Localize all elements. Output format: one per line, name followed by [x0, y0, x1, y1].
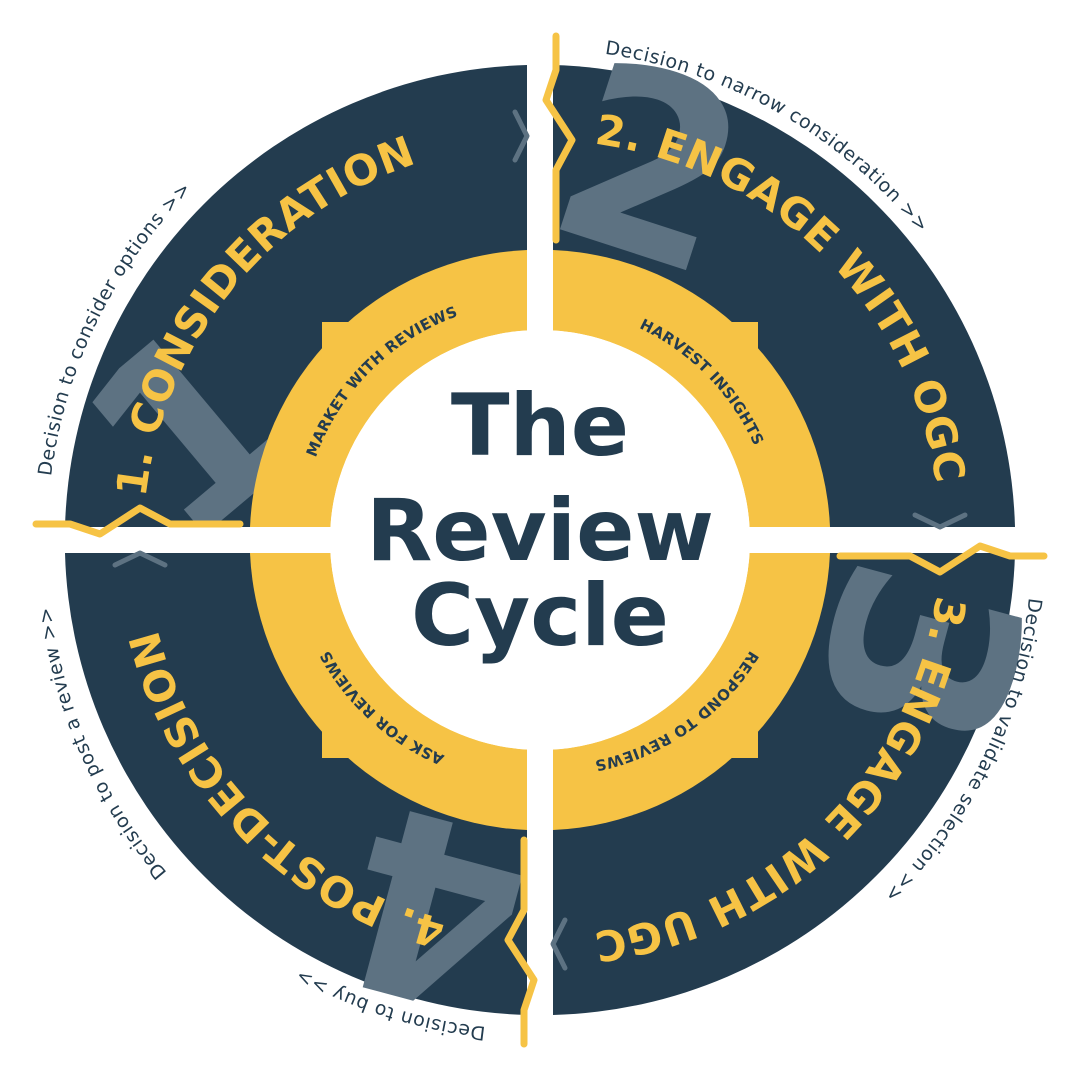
divider-left — [32, 504, 244, 538]
center-title-line-2: Review — [366, 481, 714, 581]
divider-lines — [32, 32, 1048, 1048]
chevron-up-icon — [112, 550, 168, 568]
chevron-down-icon — [912, 512, 968, 530]
chevron-right-icon — [512, 109, 530, 163]
divider-top — [542, 32, 576, 244]
center-title-line-1: The — [451, 376, 629, 476]
divider-bottom — [504, 836, 538, 1048]
chevron-left-icon — [550, 917, 568, 971]
center-title-line-3: Cycle — [411, 566, 669, 666]
divider-right — [836, 542, 1048, 576]
